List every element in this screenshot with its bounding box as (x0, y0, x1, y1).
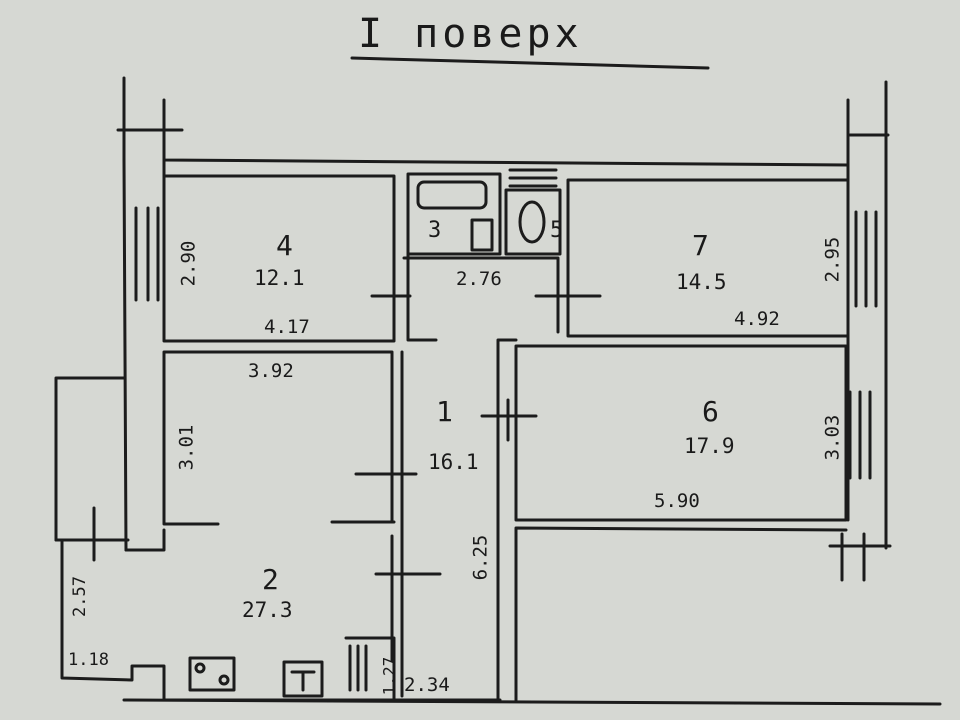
balcony-dim-width: 1.18 (68, 650, 109, 670)
room-5-outline (504, 188, 562, 256)
wall-tick-right (828, 532, 892, 582)
fridge-symbol (290, 670, 316, 692)
lower-right-wall (514, 526, 848, 702)
sink (470, 218, 494, 252)
room-3-outline (406, 172, 502, 256)
radiator-wc (508, 168, 558, 188)
room-3-dim-width: 2.76 (456, 268, 502, 290)
window-room-4 (134, 206, 160, 302)
room-4-number: 4 (276, 229, 293, 262)
toilet (518, 200, 546, 244)
outer-wall-right (846, 138, 888, 550)
kitchen-dim-bottom: 2.34 (404, 674, 450, 696)
room-2-dim-width: 3.92 (248, 360, 294, 382)
fridge (282, 660, 324, 698)
room-2-area: 27.3 (242, 598, 293, 622)
room-6-area: 17.9 (684, 434, 735, 458)
room-1-dim-length: 6.25 (469, 534, 492, 581)
burner-icon (218, 674, 230, 686)
door-room-6 (480, 398, 538, 442)
room-3-number: 3 (428, 218, 442, 243)
room-2-dim-height: 3.01 (175, 424, 198, 471)
room-7-number: 7 (692, 229, 709, 262)
window-room-7 (854, 210, 878, 308)
room-6-dim-height: 3.03 (821, 414, 844, 461)
bottom-wall (122, 698, 942, 706)
plan-title: I поверх (358, 11, 583, 57)
window-room-6 (848, 390, 872, 480)
room-7-area: 14.5 (676, 270, 727, 294)
room-6-outline (514, 344, 848, 522)
room-4-area: 12.1 (254, 266, 305, 290)
wall-tick-top (116, 128, 890, 137)
room-7-dim-height: 2.95 (821, 236, 844, 283)
pillar (124, 528, 166, 552)
room-7-dim-width: 4.92 (734, 308, 780, 330)
room-2-outline (162, 350, 396, 662)
stove (188, 656, 236, 692)
balcony-dim-height: 2.57 (69, 576, 90, 617)
corridor-1-walls (400, 338, 518, 702)
outer-wall-top (122, 76, 888, 167)
room-1-area: 16.1 (428, 450, 479, 474)
title-underline (350, 56, 710, 70)
kitchen-dim-small: 1.27 (379, 656, 399, 696)
room-4-outline (162, 174, 396, 343)
room-5-number: 5 (550, 218, 564, 243)
burner-icon (194, 662, 206, 674)
room-4-dim-width: 4.17 (264, 316, 310, 338)
corridor-top (402, 252, 560, 342)
room-1-number: 1 (436, 395, 453, 428)
door-room-2 (354, 472, 442, 576)
room-2-number: 2 (262, 563, 279, 596)
room-4-dim-height: 2.90 (177, 240, 200, 287)
balcony-tick (54, 506, 130, 562)
room-6-number: 6 (702, 395, 719, 428)
radiator-kitchen (344, 636, 396, 702)
bathtub (416, 180, 488, 210)
room-6-dim-width: 5.90 (654, 490, 700, 512)
